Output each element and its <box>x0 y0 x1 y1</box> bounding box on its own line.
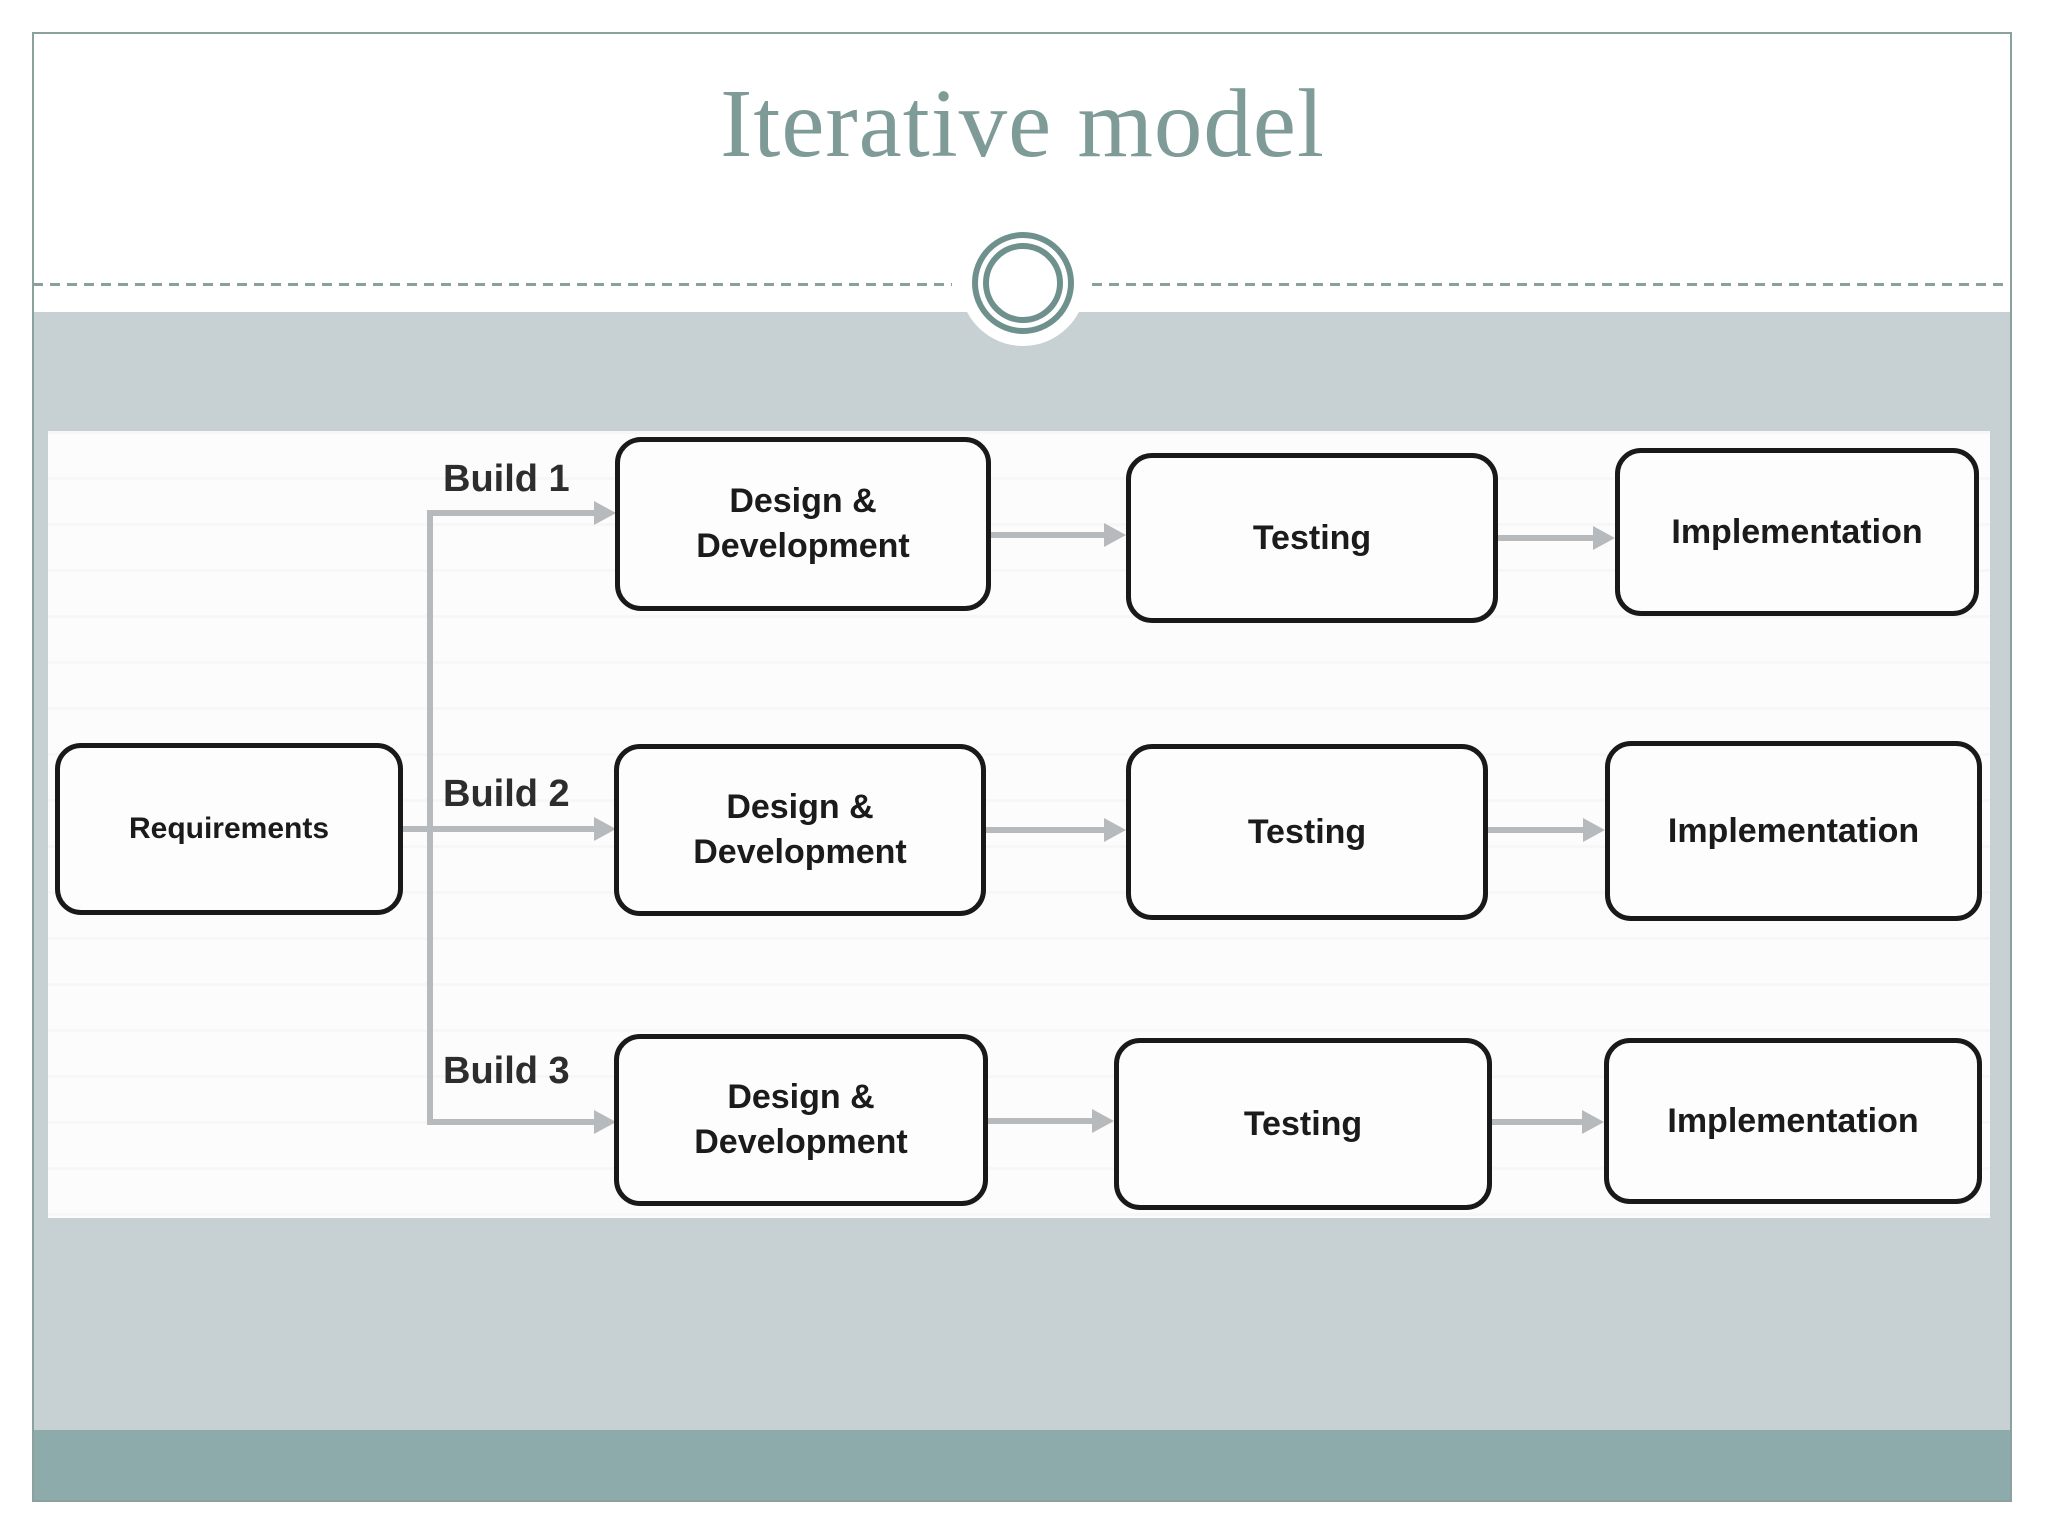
arrow-row1-dd-testing-line <box>991 532 1104 538</box>
divider-dashed-line-right <box>1092 283 2012 286</box>
slide-title: Iterative model <box>720 70 1325 177</box>
arrow-row1-testing-impl-line <box>1498 535 1593 541</box>
double-circle-ornament-icon <box>972 232 1074 334</box>
arrow-row2-testing-impl-line <box>1488 827 1583 833</box>
testing-box-row1: Testing <box>1126 453 1498 623</box>
divider-dashed-line-left <box>33 283 952 286</box>
arrow-row1-dd-testing-head-icon <box>1104 523 1126 547</box>
requirements-box: Requirements <box>55 743 403 915</box>
footer-band <box>33 1430 2012 1500</box>
build-3-label: Build 3 <box>443 1050 570 1092</box>
testing-box-row3: Testing <box>1114 1038 1492 1210</box>
arrow-build3-head-icon <box>594 1110 616 1134</box>
arrow-build3-line <box>427 1119 594 1125</box>
arrow-build2-line <box>403 826 594 832</box>
design-development-box-row1: Design & Development <box>615 437 991 611</box>
build-2-label: Build 2 <box>443 773 570 815</box>
implementation-box-row1: Implementation <box>1615 448 1979 616</box>
iterative-model-flowchart: Requirements Build 1 Design & Developmen… <box>48 431 1990 1218</box>
design-development-box-row3: Design & Development <box>614 1034 988 1206</box>
implementation-box-row3: Implementation <box>1604 1038 1982 1204</box>
arrow-row3-dd-testing-head-icon <box>1092 1109 1114 1133</box>
build-1-label: Build 1 <box>443 458 570 500</box>
arrow-build1-line <box>427 510 594 516</box>
arrow-row1-testing-impl-head-icon <box>1593 526 1615 550</box>
arrow-build1-head-icon <box>594 501 616 525</box>
arrow-row3-testing-impl-line <box>1492 1119 1582 1125</box>
arrow-row2-dd-testing-line <box>986 827 1104 833</box>
divider-notch <box>960 220 1086 346</box>
arrow-row2-dd-testing-head-icon <box>1104 818 1126 842</box>
build-branch-connector <box>427 510 433 1125</box>
testing-box-row2: Testing <box>1126 744 1488 920</box>
design-development-box-row2: Design & Development <box>614 744 986 916</box>
arrow-row3-dd-testing-line <box>988 1118 1092 1124</box>
implementation-box-row2: Implementation <box>1605 741 1982 921</box>
arrow-row2-testing-impl-head-icon <box>1583 818 1605 842</box>
arrow-build2-head-icon <box>594 817 616 841</box>
arrow-row3-testing-impl-head-icon <box>1582 1110 1604 1134</box>
